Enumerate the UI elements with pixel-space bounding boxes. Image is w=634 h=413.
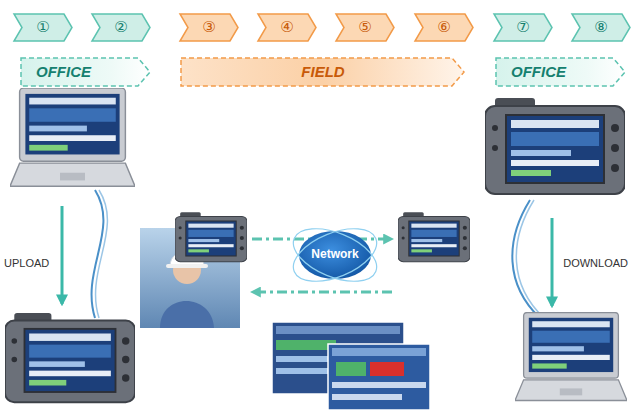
step-number: ② xyxy=(114,19,127,36)
field-band: FIELD xyxy=(180,57,466,87)
network-label: Network xyxy=(311,248,358,262)
upload-arrow xyxy=(61,206,64,304)
network-cloud: Network xyxy=(293,227,377,283)
laptop-icon xyxy=(515,313,627,401)
otdr-device xyxy=(485,98,625,194)
network-arrow xyxy=(252,291,392,294)
step-number: ④ xyxy=(280,19,293,36)
step-number: ⑦ xyxy=(516,19,529,36)
step-number: ⑧ xyxy=(594,19,607,36)
step-chevron: ⑧ xyxy=(572,14,630,41)
step-chevron: ① xyxy=(14,14,72,41)
step-chevron: ⑦ xyxy=(494,14,552,41)
step-chevron: ⑤ xyxy=(336,14,394,41)
step-chevron: ⑥ xyxy=(415,14,473,41)
screenshot xyxy=(328,344,430,410)
step-chevron: ④ xyxy=(258,14,316,41)
step-number: ① xyxy=(36,19,49,36)
otdr-device xyxy=(175,212,247,261)
step-number: ⑤ xyxy=(358,19,371,36)
step-number: ③ xyxy=(202,19,215,36)
step-chevron: ③ xyxy=(180,14,238,41)
office-band: OFFICE xyxy=(495,57,627,87)
step-number: ⑥ xyxy=(437,19,450,36)
phase-label: FIELD xyxy=(301,63,344,80)
step-chevron: ② xyxy=(92,14,150,41)
otdr-device xyxy=(5,313,135,402)
download-arrow xyxy=(551,218,554,306)
phase-label: OFFICE xyxy=(36,63,91,80)
usb-cable xyxy=(96,190,108,318)
otdr-device xyxy=(398,212,470,261)
usb-cable xyxy=(516,200,544,318)
office-band: OFFICE xyxy=(20,57,152,87)
download-label: DOWNLOAD xyxy=(561,257,630,269)
phase-label: OFFICE xyxy=(511,63,566,80)
laptop-icon xyxy=(10,88,135,186)
upload-label: UPLOAD xyxy=(2,257,51,269)
